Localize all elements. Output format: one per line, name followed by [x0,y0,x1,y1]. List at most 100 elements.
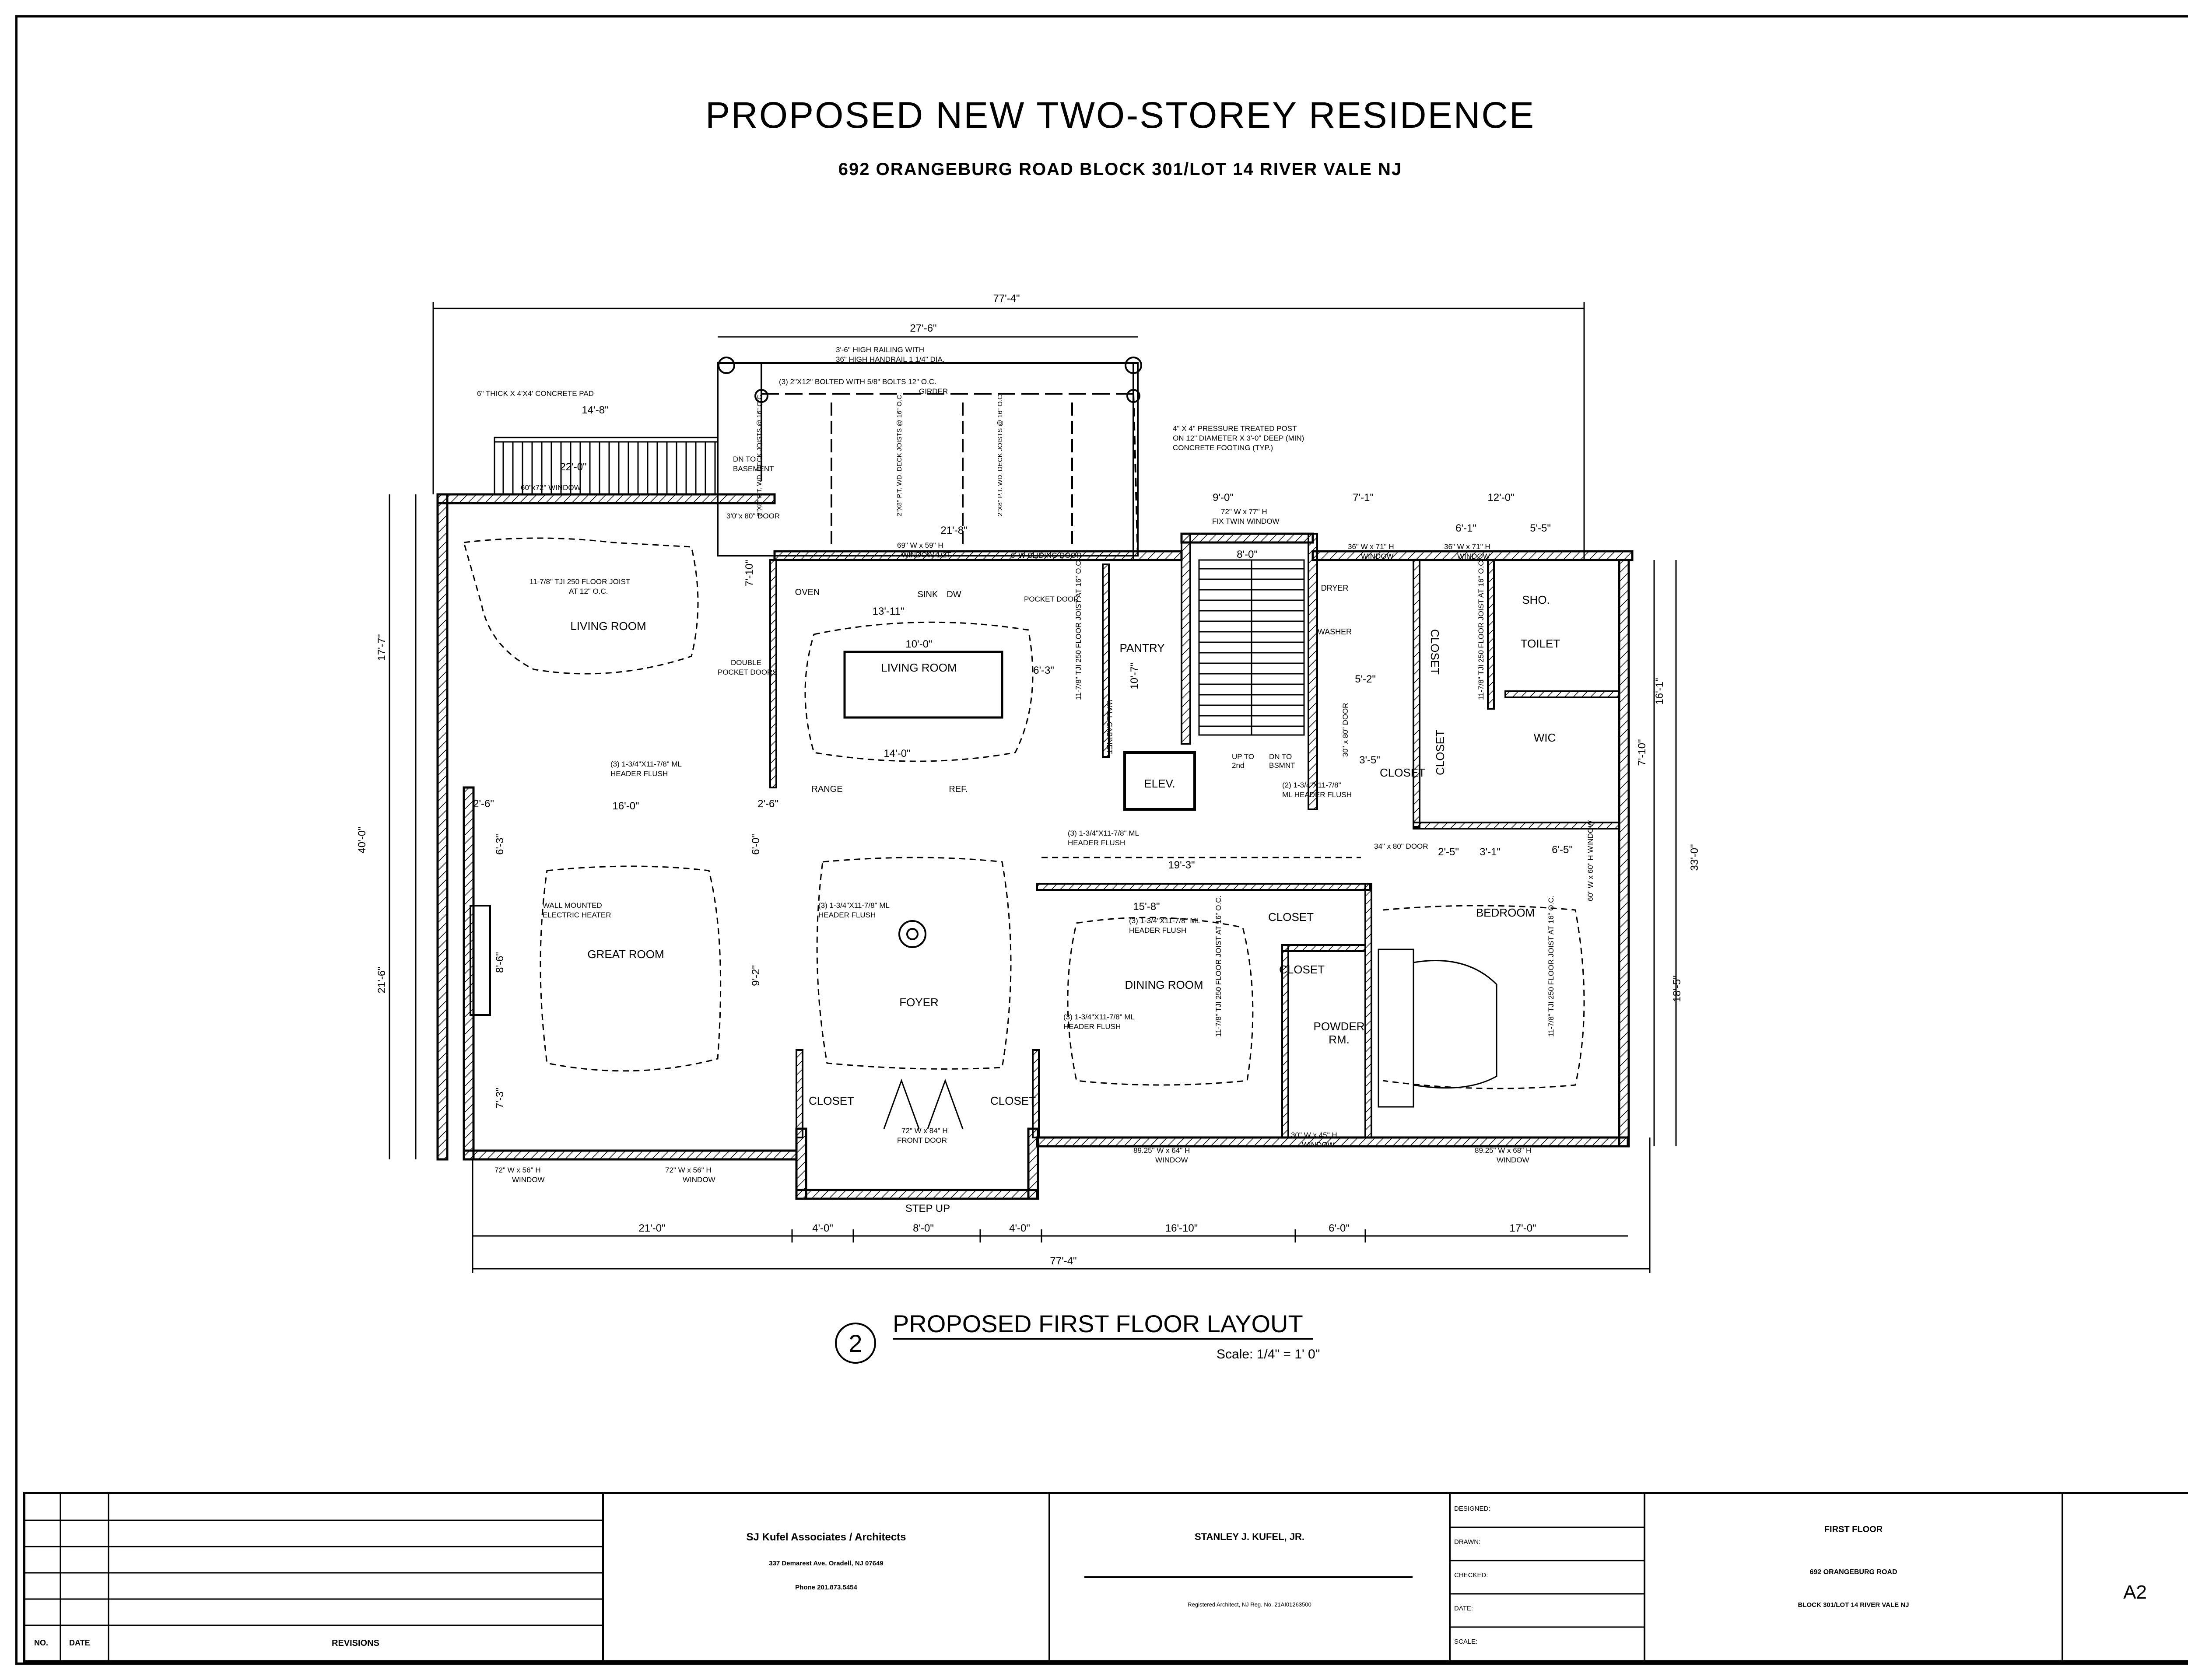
dim-2-5: 2'-5" [1438,846,1459,858]
room-living-2: LIVING ROOM [881,661,957,674]
note-win-sink-1: 69" W x 59" H [897,541,943,550]
dim-right-upper: 16'-1" [1654,678,1666,704]
dim-8-6: 8'-6" [494,952,506,973]
room-closet-2: CLOSET [990,1094,1036,1107]
tb-col-date: DATE [69,1638,90,1647]
note-double-pocket-2: POCKET DOORS [718,668,778,676]
dim-left-upper: 17'-7" [376,634,388,661]
note-floor-joist-v2: 11-7/8" TJI 250 FLOOR JOIST AT 16" O.C. [1214,896,1223,1037]
dim-bottom-5: 16'-10" [1165,1222,1198,1234]
note-joists-3: 2"X8" P.T. WD. DECK JOISTS @ 16" O.C. [996,393,1004,516]
note-header-4b: HEADER FLUSH [1129,926,1186,934]
dim-deck-width: 27'-6" [910,322,936,334]
room-powder: POWDER [1314,1020,1365,1033]
appliance-dryer: DRYER [1321,584,1349,592]
room-closet-1: CLOSET [809,1094,854,1107]
dim-19-3: 19'-3" [1168,859,1195,871]
appliance-dw: DW [947,590,961,599]
dim-9-2: 9'-2" [750,965,762,986]
room-living-1: LIVING ROOM [570,620,646,633]
tb-sheet-number: A2 [2123,1582,2147,1603]
wall-pantry [1102,564,1110,758]
tb-checked: CHECKED: [1454,1572,1488,1579]
note-dn-basement-2: BASEMENT [733,465,774,473]
dim-13-11: 13'-11" [873,606,905,617]
appliance-oven: OVEN [795,588,820,597]
room-shower: SHO. [1522,593,1550,606]
tb-designed: DESIGNED: [1454,1505,1490,1512]
room-closet-5: CLOSET [1380,766,1425,779]
wall-bath-left [1413,559,1420,828]
dim-stair-top: 14'-8" [582,404,608,416]
dim-6-1: 6'-1" [1455,522,1476,534]
note-header-4a: (3) 1-3/4"X11-7/8" ML [1129,917,1200,925]
dim-9-0: 9'-0" [1213,492,1234,504]
dim-bottom-4: 4'-0" [1009,1222,1030,1234]
note-win-gr-2a: 72" W x 56" H [665,1166,712,1174]
wall-closet-r [1032,1049,1040,1138]
note-railing-2: 36" HIGH HANDRAIL 1 1/4" DIA. [836,355,945,364]
sheet-border [15,15,2188,1665]
note-post-3: CONCRETE FOOTING (TYP.) [1173,444,1273,452]
tb-col-no: NO. [34,1638,49,1647]
dim-7-3: 7'-3" [494,1088,506,1109]
dim-16-0: 16'-0" [612,800,639,812]
title-block: NO. DATE REVISIONS SJ Kufel Associates /… [23,1492,2188,1662]
wall-wic [1504,690,1620,698]
note-win-laundry-2: WINDOW [1361,552,1394,560]
note-dn-to-2: BSMNT [1269,761,1295,770]
sheet-title: PROPOSED NEW TWO-STOREY RESIDENCE [705,94,1535,136]
note-header-3a: (3) 1-3/4"X11-7/8" ML [818,901,890,910]
wall-bath-mid [1487,559,1495,710]
dim-5-2: 5'-2" [1355,673,1376,685]
wall-stair-left [1181,533,1191,745]
note-girder-1: (3) 2"X12" BOLTED WITH 5/8" BOLTS 12" O.… [779,378,936,386]
note-door-30: 30" x 80" DOOR [1341,703,1350,757]
dim-7-10a: 7'-10" [1636,739,1648,766]
note-header-6a: (2) 1-3/4"X11-7/8" [1282,781,1341,789]
dim-left-lower: 21'-6" [376,966,388,993]
rear-deck [717,362,1139,560]
note-win-sink-2: WINDOW 1/2T [901,551,951,559]
tb-firm-name: SJ Kufel Associates / Architects [746,1531,906,1543]
dim-6-5: 6'-5" [1552,844,1573,856]
drawing-scale: Scale: 1/4" = 1' 0" [1217,1347,1320,1362]
dim-7-1: 7'-1" [1353,492,1374,504]
dim-7-10b: 7'-10" [743,560,755,586]
dim-right-lower: 18'-5" [1671,975,1683,1002]
interior-stair [1198,559,1305,736]
dim-overall-bottom: 77'-4" [1050,1255,1076,1267]
appliance-ref: REF. [949,784,968,794]
drawing-number: 2 [849,1330,862,1357]
dim-22: 22'-0" [560,461,586,473]
room-closet-3: CLOSET [1268,910,1314,924]
note-heater-1: WALL MOUNTED [543,901,602,910]
title-block-grid [25,1494,2063,1660]
note-header-3b: HEADER FLUSH [818,911,876,919]
note-win-bed-1: 89.25" W x 68" H [1475,1146,1531,1155]
elevator-shaft [1123,751,1196,811]
note-dn-basement-1: DN TO [733,455,756,463]
note-sliding-door: 6' W SLIDING DOOR [1011,551,1082,560]
note-railing-1: 3'-6" HIGH RAILING WITH [836,346,924,354]
deck-posts [718,357,1142,403]
note-dn-to: DN TO [1269,752,1292,761]
note-win-top-left: 60"x72" WINDOW [521,483,581,492]
appliance-sink: SINK [918,590,938,599]
wall-powder [1281,944,1366,952]
ceiling-fixture [898,920,926,948]
wall-top-left [436,493,776,504]
wall-top-stair [1180,532,1314,544]
dim-12-0: 12'-0" [1487,492,1514,504]
room-dining: DINING ROOM [1125,978,1203,991]
room-labels: LIVING ROOM LIVING ROOM GREAT ROOM FOYER… [570,584,1560,1214]
bed [1378,948,1497,1108]
note-win-bath-2: WINDOW [1457,552,1490,560]
wall-vest-left [795,1127,807,1200]
note-up-to: UP TO [1232,752,1254,761]
note-win-gr-2b: WINDOW [683,1176,715,1184]
note-win-bed-2: WINDOW [1497,1156,1529,1164]
note-header-1a: (3) 1-3/4"X11-7/8" ML [610,760,682,768]
note-pad: 6" THICK X 4'X4' CONCRETE PAD [477,389,594,398]
